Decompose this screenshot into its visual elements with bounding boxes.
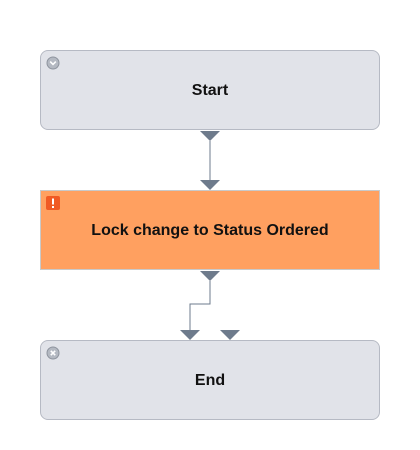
exclamation-icon [46,196,60,210]
activity-node-label: Lock change to Status Ordered [91,222,329,239]
end-in-arrow-right[interactable] [220,330,240,340]
start-out-port[interactable] [200,131,220,141]
end-in-arrow-left[interactable] [180,330,200,340]
end-node[interactable]: End [40,340,380,420]
end-node-label: End [194,372,226,389]
start-node-label: Start [191,82,229,99]
activity-out-port[interactable] [200,271,220,281]
lock-change-activity-node[interactable]: Lock change to Status Ordered [40,190,380,270]
circle-x-icon [46,346,60,360]
circle-chevron-down-icon [46,56,60,70]
activity-in-arrow[interactable] [200,180,220,190]
start-node[interactable]: Start [40,50,380,130]
connector-activity-to-end[interactable] [189,281,211,330]
